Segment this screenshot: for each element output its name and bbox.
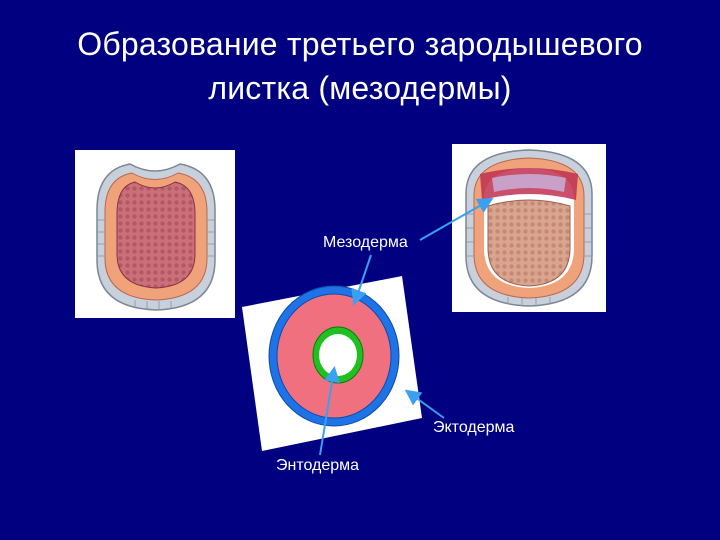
endoderm-label: Энтодерма: [276, 457, 360, 474]
gastrula-with-mesoderm-illustration: [465, 149, 593, 307]
gastrula-illustration: [96, 163, 216, 311]
slide-title: Образование третьего зародышевого листка…: [0, 22, 720, 110]
germ-layers-cross-section: [242, 276, 422, 451]
germ-layers-diagram: [242, 276, 422, 451]
cavity: [319, 334, 357, 376]
ectoderm-label: Эктодерма: [433, 419, 515, 436]
gastrula-image-left: [75, 150, 235, 318]
gastrula-image-right: [452, 144, 606, 312]
mesoderm-label: Мезодерма: [323, 234, 408, 251]
title-line-2: листка (мезодермы): [208, 70, 512, 106]
title-line-1: Образование третьего зародышевого: [77, 26, 643, 62]
